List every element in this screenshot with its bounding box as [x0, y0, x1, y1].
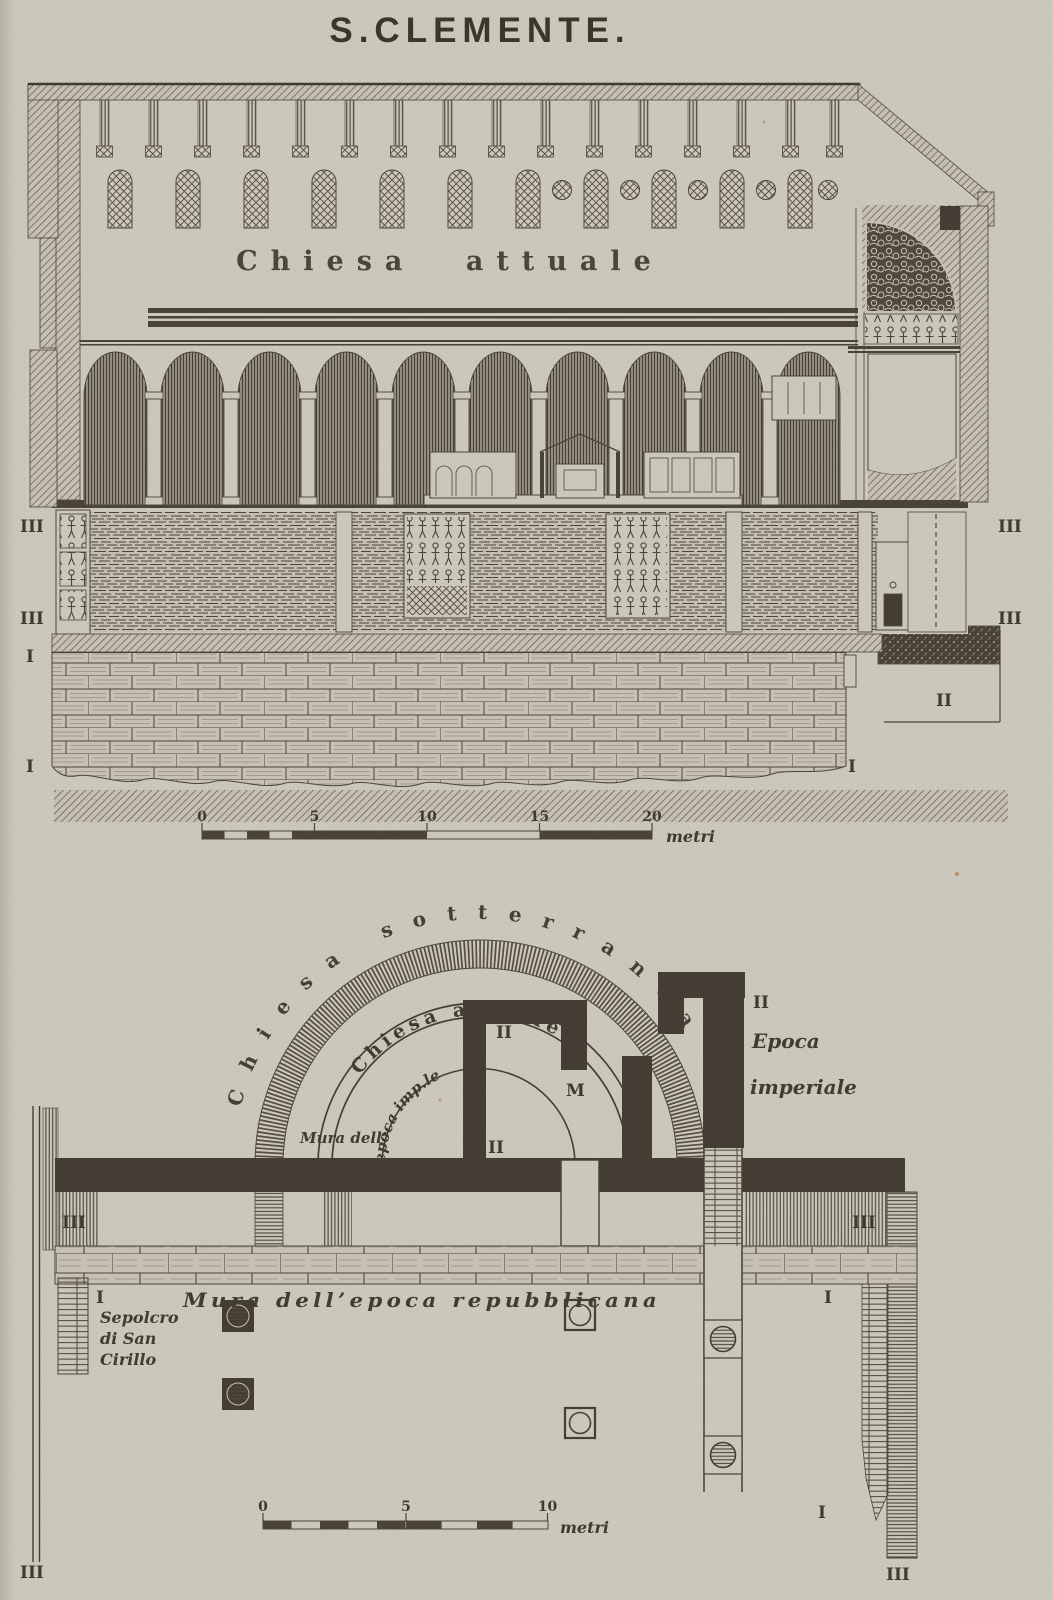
paper-stains — [438, 120, 960, 1102]
